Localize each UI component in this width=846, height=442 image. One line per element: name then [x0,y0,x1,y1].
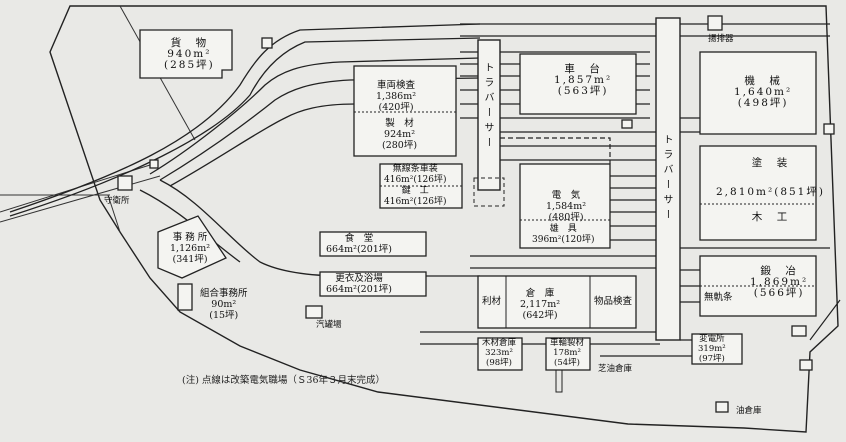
compressor-label: 揚排器 [708,34,734,44]
small-building-1 [791,325,807,337]
electric-building [519,163,611,249]
small-building-4 [823,123,835,135]
forge-sub-label: 無軌条 [704,292,733,303]
small-building-5 [715,401,729,413]
guard-building [117,175,133,191]
warehouse-left-label: 利材 [482,296,502,307]
boiler-building [305,305,323,319]
small-building-2 [799,359,813,371]
shiba-label: 芝油倉庫 [598,364,633,374]
substation-building [691,333,743,365]
dashed-rebuild-outline [520,137,611,164]
compressor-building [707,15,723,31]
dining-building [319,231,427,257]
machine-building [699,51,817,135]
site-boundary [49,5,839,433]
warehouse-building [477,275,637,329]
traverser-1-label: トラバーサー [482,62,493,152]
warehouse-right-label: 物品検査 [594,296,633,307]
bogie-building [519,53,637,115]
car-inspect-building [353,65,457,157]
oil-label: 油倉庫 [736,406,762,416]
freight-building [139,29,233,79]
timber-building [477,337,523,371]
traverser-pit-1-dashed [473,177,505,207]
locker-building [319,271,427,297]
small-building-3 [621,119,633,129]
paint-building [699,145,817,241]
traverser-pit-1 [477,39,501,191]
small-building-6 [149,159,159,169]
paint-label: 塗 装 2,810m²(851坪) 木 工 [716,157,825,223]
boiler-label: 汽罐場 [316,320,342,330]
footnote: (注) 点線は改築電気職場（Ｓ36年３月末完成） [182,375,386,386]
union-building [177,283,193,311]
traverser-2-label: トラバーサー [661,134,672,224]
guard-label: 守衛所 [104,196,130,206]
wheel-building [545,337,591,371]
office-building [157,215,227,279]
traverser-pit-2 [655,17,681,341]
small-building-7 [261,37,273,49]
